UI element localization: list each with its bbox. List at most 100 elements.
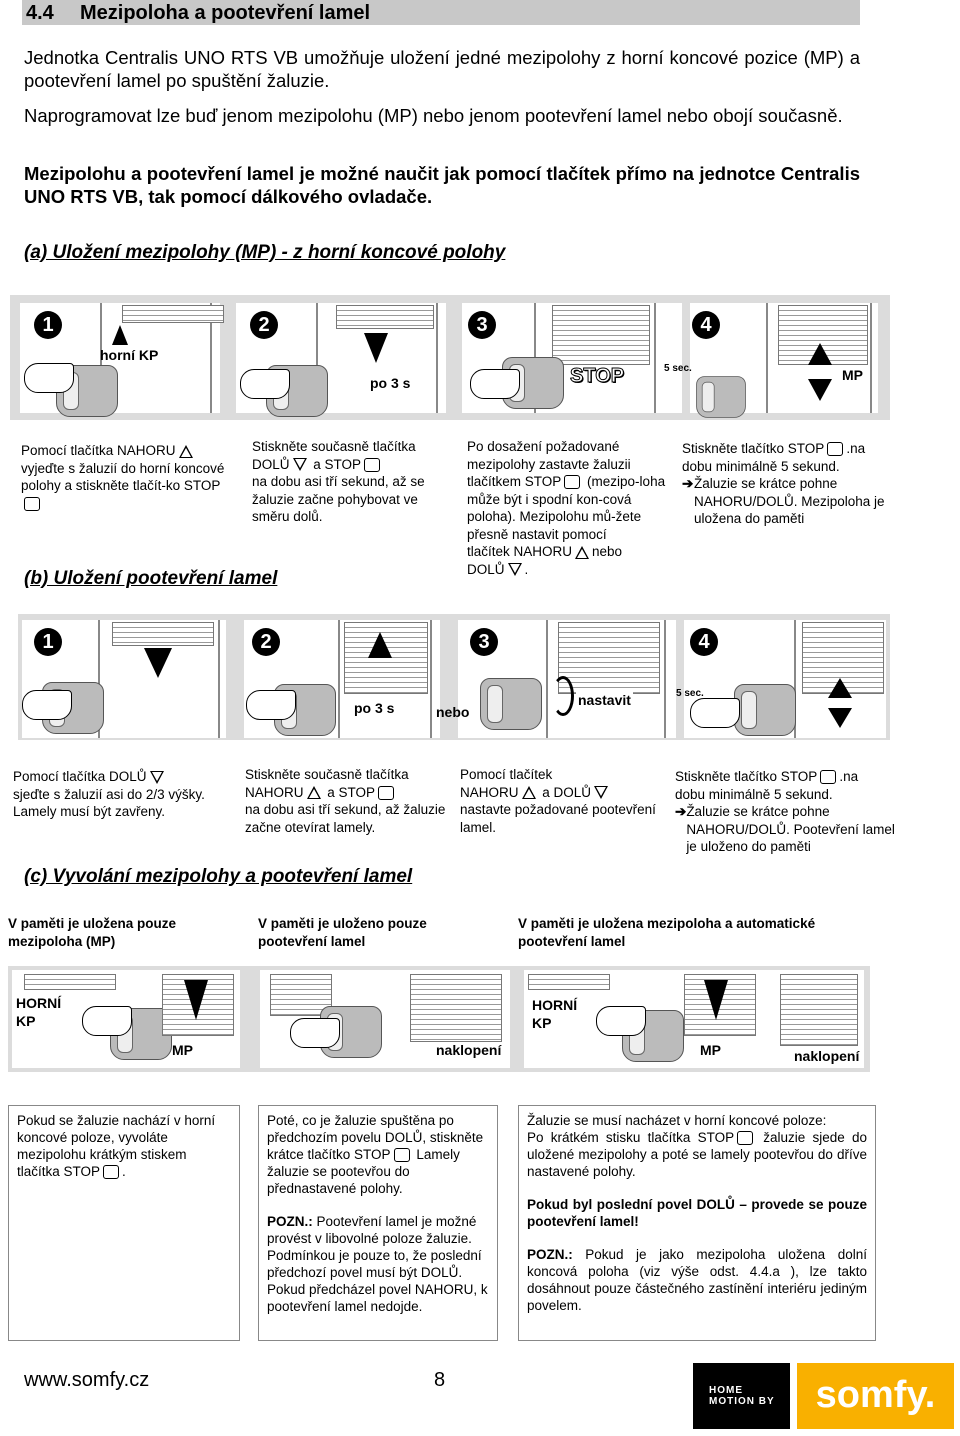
mp-label: MP bbox=[172, 1042, 193, 1058]
step-a4-illustration: 4 5 sec. MP bbox=[664, 303, 878, 418]
arrow-up-icon bbox=[112, 325, 128, 345]
stop-button-icon bbox=[24, 496, 40, 511]
stop-button-icon bbox=[393, 1148, 410, 1163]
column-2-title: V paměti je uloženo pouze pootevření lam… bbox=[258, 916, 427, 949]
arrow-down-icon bbox=[704, 980, 728, 1020]
caption-text: vyjeďte s žaluzií do horní koncové poloh… bbox=[21, 460, 225, 494]
caption-text: a STOP bbox=[327, 784, 376, 800]
caption-text: Stiskněte tlačítko STOP bbox=[675, 769, 818, 784]
box-text: Pootevření lamel je možné provést v libo… bbox=[267, 1214, 482, 1280]
up-triangle-icon bbox=[521, 786, 536, 800]
column-3-illustration: HORNÍ KP MP naklopení bbox=[524, 970, 864, 1068]
caption-text: DOLŮ bbox=[252, 456, 290, 472]
box-text: Pokud se žaluzie nachází v horní koncové… bbox=[17, 1113, 216, 1179]
window-frame bbox=[100, 303, 102, 413]
window-frame bbox=[766, 303, 768, 413]
caption-text: (mezipo-loha může být i spodní kon-cová … bbox=[467, 474, 666, 542]
position-label: HORNÍ KP bbox=[16, 995, 62, 1029]
column-2-illustration: naklopení bbox=[260, 970, 510, 1068]
step-a4-caption: Stiskněte tlačítko STOP.na dobu minimáln… bbox=[682, 440, 902, 528]
remote-control-icon bbox=[696, 376, 746, 418]
step-number: 1 bbox=[34, 311, 62, 339]
page-number: 8 bbox=[434, 1369, 446, 1391]
caption-text: dobu minimálně 5 sekund. bbox=[675, 786, 833, 802]
window-frame bbox=[210, 303, 212, 413]
caption-text: Pomocí tlačítek bbox=[460, 767, 553, 782]
up-triangle-icon bbox=[306, 786, 321, 800]
down-triangle-icon bbox=[292, 458, 307, 472]
blind-lowered bbox=[410, 974, 502, 1042]
up-triangle-icon bbox=[575, 545, 590, 559]
step-number: 4 bbox=[692, 311, 720, 339]
box-text: žaluzie sjede do uložené mezipolohy a po… bbox=[527, 1130, 867, 1179]
step-number: 2 bbox=[250, 311, 278, 339]
timer-label: po 3 s bbox=[354, 700, 395, 716]
blind-raised bbox=[24, 974, 116, 990]
hand-icon bbox=[690, 698, 740, 728]
down-triangle-icon bbox=[149, 770, 164, 784]
info-box-3: Žaluzie se musí nacházet v horní koncové… bbox=[518, 1105, 876, 1341]
step-number: 3 bbox=[470, 628, 498, 656]
caption-text: Po dosažení požadované mezipolohy zastav… bbox=[467, 439, 631, 489]
caption-text: Žaluzie se krátce pohne NAHORU/DOLŮ. Poo… bbox=[686, 804, 895, 854]
arrow-up-icon bbox=[828, 678, 852, 698]
step-a3-illustration: 3 STOP bbox=[462, 303, 682, 413]
or-label: nebo bbox=[436, 704, 470, 720]
caption-text: . bbox=[524, 561, 529, 577]
arrow-up-icon bbox=[368, 632, 392, 658]
remote-control-icon bbox=[480, 678, 542, 730]
step-number: 1 bbox=[34, 628, 62, 656]
caption-text: Pomocí tlačítka DOLŮ bbox=[13, 769, 147, 784]
arrow-down-icon bbox=[364, 333, 388, 363]
step-b1-illustration: 1 bbox=[22, 620, 226, 738]
hand-icon bbox=[596, 1006, 646, 1036]
arrow-down-icon bbox=[184, 980, 208, 1020]
blind-moving bbox=[336, 305, 434, 329]
box-warning: Pokud byl poslední povel DOLŮ – provede … bbox=[527, 1197, 867, 1229]
blind-moving bbox=[112, 622, 214, 646]
stop-button-icon bbox=[827, 442, 844, 457]
section-title: Mezipoloha a pootevření lamel bbox=[80, 2, 371, 24]
caption-text: .na bbox=[839, 769, 859, 784]
section-b-heading: (b) Uložení pootevření lamel bbox=[24, 568, 278, 589]
box-text: Pokud je jako mezipoloha uložena dolní k… bbox=[527, 1247, 867, 1313]
box-text: Po krátkém stisku tlačítka STOP bbox=[527, 1130, 735, 1145]
step-b4-illustration: 4 5 sec. bbox=[676, 620, 886, 738]
note-label: POZN.: bbox=[527, 1247, 573, 1262]
stop-button-icon bbox=[564, 475, 581, 490]
step-a1-caption: Pomocí tlačítka NAHORU vyjeďte s žaluzií… bbox=[21, 442, 241, 512]
caption-text: NAHORU bbox=[460, 784, 519, 800]
intro-paragraph-2: Naprogramovat lze buď jenom mezipolohu (… bbox=[24, 105, 843, 126]
tilt-label: naklopení bbox=[794, 1048, 860, 1064]
somfy-logo: somfy. bbox=[797, 1363, 954, 1429]
hand-icon bbox=[240, 369, 290, 399]
hand-icon bbox=[82, 1006, 132, 1036]
section-a-illustrations: 1 horní KP 2 po 3 s 3 STOP 4 5 sec. bbox=[10, 295, 890, 420]
remote-control-icon bbox=[734, 684, 796, 736]
home-motion-logo: HOME MOTION BY bbox=[693, 1363, 790, 1429]
stop-button-icon bbox=[737, 1131, 754, 1146]
step-a2-illustration: 2 po 3 s bbox=[236, 303, 446, 417]
down-triangle-icon bbox=[594, 786, 609, 800]
step-b2-illustration: 2 po 3 s bbox=[244, 620, 440, 738]
caption-text: na dobu asi tří sekund, až žaluzie začne… bbox=[245, 802, 446, 835]
intro-paragraph-3: Mezipolohu a pootevření lamel je možné n… bbox=[24, 163, 860, 207]
stop-button-icon bbox=[103, 1165, 120, 1180]
window-frame bbox=[436, 303, 438, 413]
window-frame bbox=[546, 620, 548, 738]
section-c-heading: (c) Vyvolání mezipolohy a pootevření lam… bbox=[24, 866, 413, 887]
caption-text: dobu minimálně 5 sekund. bbox=[682, 458, 840, 474]
section-b-illustrations: 1 2 po 3 s 3 nebo nastavit 4 5 sec. bbox=[18, 614, 890, 740]
step-b4-caption: Stiskněte tlačítko STOP .na dobu minimáln… bbox=[675, 768, 895, 856]
hand-icon bbox=[246, 690, 296, 720]
hand-icon bbox=[290, 1018, 340, 1048]
window-frame bbox=[316, 303, 318, 413]
down-triangle-icon bbox=[507, 563, 522, 577]
footer-url[interactable]: www.somfy.cz bbox=[24, 1369, 150, 1391]
section-a-heading: (a) Uložení mezipolohy (MP) - z horní ko… bbox=[24, 242, 506, 263]
box-text: Žaluzie se musí nacházet v horní koncové… bbox=[527, 1113, 827, 1128]
caption-text: NAHORU bbox=[245, 784, 304, 800]
section-header: 4.4 Mezipoloha a pootevření lamel bbox=[22, 0, 860, 25]
hand-icon bbox=[470, 369, 520, 399]
window-frame bbox=[98, 620, 100, 738]
